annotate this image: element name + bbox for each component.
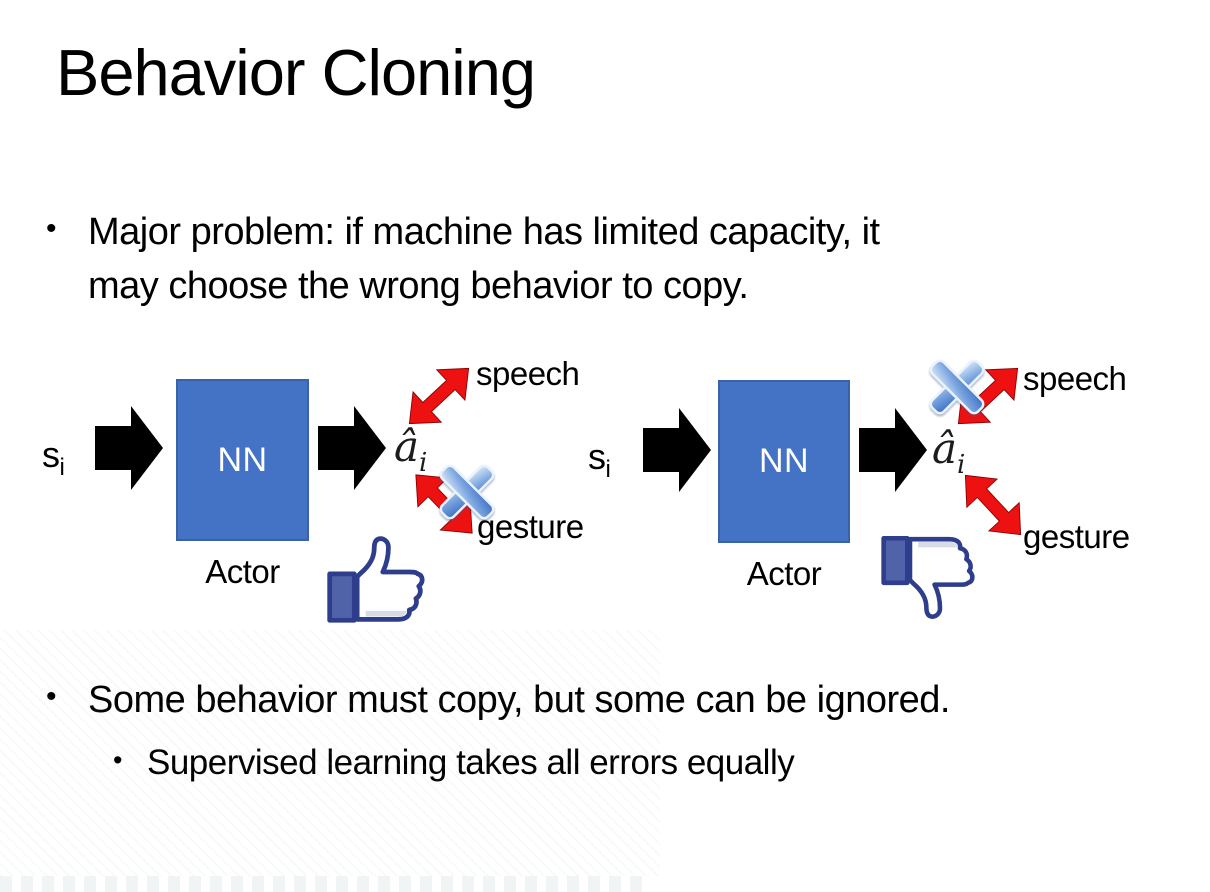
nn-box-label: NN — [217, 440, 268, 479]
actor-label-right: Actor — [746, 555, 822, 592]
action-subscript: i — [957, 450, 966, 480]
input-arrow-icon-right — [643, 408, 711, 492]
nn-box-right: NN — [718, 380, 850, 543]
state-input-label-left: si — [42, 434, 65, 482]
output-arrow-icon-left — [318, 406, 386, 490]
nn-box-label: NN — [758, 442, 810, 480]
speech-label-left: speech — [476, 355, 580, 392]
bottom-cropped-line-artifact — [0, 876, 650, 892]
action-output-label-right: âi — [932, 424, 965, 480]
state-input-label-right: si — [588, 436, 611, 484]
bullet-line: Major problem: if machine has limited ca… — [88, 211, 880, 253]
thumbs-up-icon — [327, 536, 425, 623]
bullet-line: Some behavior must copy, but some can be… — [88, 679, 950, 721]
bullet-some-behavior: • Some behavior must copy, but some can b… — [46, 674, 950, 727]
gesture-label-left: gesture — [477, 508, 584, 545]
output-arrow-icon-right — [859, 408, 927, 492]
bullet-line: Supervised learning takes all errors equ… — [147, 743, 795, 782]
cross-out-icon-right — [929, 359, 985, 415]
slide-title: Behavior Cloning — [56, 36, 536, 109]
action-symbol: â — [932, 424, 958, 473]
bullet-line: may choose the wrong behavior to copy. — [88, 264, 749, 307]
state-subscript: i — [59, 454, 65, 481]
action-subscript: i — [419, 448, 428, 478]
thumbs-down-icon — [881, 536, 975, 619]
speech-arrow-icon-left — [408, 367, 470, 425]
gesture-arrow-icon-right — [964, 474, 1022, 536]
action-output-label-left: âi — [394, 422, 427, 478]
bullet-marker: • — [113, 745, 122, 775]
cross-out-icon-left — [439, 464, 495, 520]
gesture-label-right: gesture — [1023, 518, 1130, 555]
bullet-major-problem: • Major problem: if machine has limited c… — [46, 206, 880, 314]
nn-box-left: NN — [176, 379, 309, 541]
bullet-supervised-learning: • Supervised learning takes all errors eq… — [113, 738, 795, 787]
action-symbol: â — [394, 422, 420, 471]
speech-label-right: speech — [1023, 360, 1127, 397]
bullet-marker: • — [46, 680, 57, 713]
input-arrow-icon-left — [95, 406, 163, 490]
bullet-marker: • — [46, 212, 57, 245]
actor-label-left: Actor — [205, 553, 280, 590]
state-subscript: i — [605, 456, 611, 483]
state-symbol: s — [42, 434, 60, 475]
state-symbol: s — [588, 436, 606, 477]
